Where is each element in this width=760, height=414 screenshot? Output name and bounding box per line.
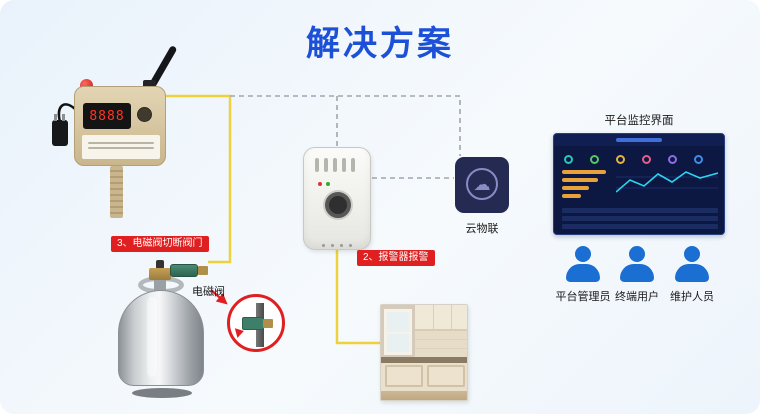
mounting-pipe bbox=[110, 166, 123, 218]
valve-zoom-solenoid bbox=[242, 317, 264, 330]
user-terminal: 终端用户 bbox=[602, 246, 672, 304]
gas-alarm-device bbox=[303, 147, 371, 250]
user-platform-admin: 平台管理员 bbox=[548, 246, 618, 304]
step2-badge: 2、报警器报警 bbox=[357, 250, 435, 266]
cabinet-door bbox=[427, 365, 465, 387]
user-icon bbox=[629, 246, 645, 262]
cylinder-base bbox=[132, 388, 192, 398]
kitchen-lower-cabinet bbox=[381, 363, 467, 391]
alarm-green-led bbox=[326, 182, 330, 186]
kitchen-window bbox=[384, 309, 412, 355]
dashboard-bars bbox=[562, 170, 606, 202]
dashboard-stat-dots bbox=[564, 151, 720, 169]
led-display: 8888 bbox=[83, 103, 131, 129]
kitchen-backsplash bbox=[415, 331, 467, 357]
power-plug bbox=[52, 120, 68, 146]
dashboard-rows bbox=[562, 208, 718, 232]
monitoring-dashboard bbox=[553, 133, 725, 235]
cloud-glyph: ☁ bbox=[473, 174, 491, 194]
user-icon bbox=[575, 246, 591, 262]
user-label: 平台管理员 bbox=[555, 291, 611, 303]
cylinder-body bbox=[118, 290, 204, 386]
cylinder-highlight bbox=[147, 297, 157, 377]
user-icon-body bbox=[675, 264, 709, 282]
vent-holes bbox=[322, 234, 358, 252]
cloud-icon: ☁ bbox=[466, 168, 498, 200]
cloud-iot-label: 云物联 bbox=[465, 223, 499, 235]
user-icon-body bbox=[566, 264, 600, 282]
user-label: 终端用户 bbox=[615, 291, 659, 303]
step3-badge: 3、电磁阀切断阀门 bbox=[111, 236, 209, 252]
valve-stem bbox=[154, 278, 166, 292]
sensor-port bbox=[137, 107, 152, 122]
cloud-iot-box: ☁ bbox=[455, 157, 509, 213]
user-maintenance: 维护人员 bbox=[657, 246, 727, 304]
plug-prong bbox=[62, 114, 65, 121]
user-icon-body bbox=[620, 264, 654, 282]
led-display-digits: 8888 bbox=[89, 108, 125, 124]
solenoid-valve-label: 电磁阀 bbox=[192, 286, 225, 298]
kitchen-photo bbox=[380, 304, 468, 401]
dashboard-header bbox=[554, 134, 724, 146]
detector-body: 8888 bbox=[74, 86, 166, 166]
gas-cylinder bbox=[116, 252, 208, 398]
plug-prong bbox=[54, 114, 57, 121]
brass-fitting bbox=[149, 268, 171, 280]
kitchen-upper-cabinet bbox=[415, 305, 467, 331]
brass-nut bbox=[198, 266, 208, 275]
dashboard-line-chart bbox=[616, 171, 718, 193]
valve-zoom-brass bbox=[263, 319, 273, 328]
valve-zoom-circle bbox=[227, 294, 285, 352]
gas-detector-device: 8888 bbox=[50, 44, 200, 226]
platform-title: 平台监控界面 bbox=[604, 115, 674, 127]
device-label bbox=[82, 135, 160, 159]
cabinet-door bbox=[385, 365, 423, 387]
solenoid-valve bbox=[170, 264, 198, 277]
valve-cap bbox=[156, 260, 164, 269]
kitchen-counter bbox=[381, 357, 467, 363]
user-label: 维护人员 bbox=[670, 291, 714, 303]
antenna-base bbox=[143, 80, 156, 90]
user-icon bbox=[684, 246, 700, 262]
alarm-speaker bbox=[325, 192, 351, 218]
kitchen-floor bbox=[381, 391, 467, 400]
alarm-red-led bbox=[318, 182, 322, 186]
page-title: 解决方案 bbox=[306, 25, 454, 63]
speaker-slots bbox=[315, 158, 360, 177]
power-cord bbox=[57, 103, 76, 123]
